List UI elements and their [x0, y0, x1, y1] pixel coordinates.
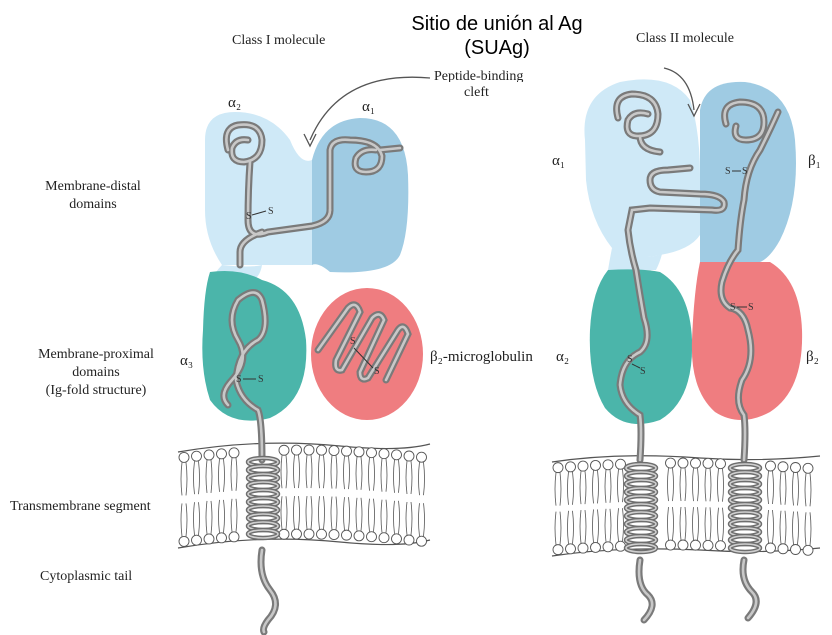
- svg-text:S: S: [725, 166, 731, 177]
- antigen-binding-site-caption: Sitio de unión al Ag (SUAg): [384, 12, 610, 60]
- svg-text:S: S: [350, 336, 356, 347]
- class-i-alpha3-label: α₃: [180, 352, 193, 370]
- cytoplasmic-label: Cytoplasmic tail: [40, 568, 132, 586]
- membrane-left: [178, 443, 430, 548]
- proximal-line-2: domains: [26, 364, 166, 382]
- class-i-alpha1-label: α₁: [362, 98, 375, 116]
- svg-text:S: S: [627, 354, 633, 365]
- caption-line-1: Sitio de unión al Ag: [384, 12, 610, 36]
- svg-text:S: S: [640, 366, 646, 377]
- svg-text:S: S: [268, 206, 274, 217]
- class-i-title: Class I molecule: [232, 32, 325, 50]
- proximal-line-1: Membrane-proximal: [26, 346, 166, 364]
- svg-text:S: S: [236, 374, 242, 385]
- svg-text:S: S: [742, 166, 748, 177]
- svg-text:S: S: [258, 374, 264, 385]
- distal-line-2: domains: [34, 196, 152, 214]
- membrane-right: [552, 456, 820, 556]
- cleft-label-line1: Peptide-binding: [434, 68, 534, 82]
- membrane-proximal-label: Membrane-proximal domains (Ig-fold struc…: [26, 346, 166, 400]
- class-ii-alpha1-label: α₁: [552, 152, 565, 170]
- svg-text:S: S: [748, 302, 754, 313]
- proximal-line-3: (Ig-fold structure): [26, 382, 166, 400]
- cleft-label-line2: cleft: [464, 84, 489, 102]
- svg-text:S: S: [374, 366, 380, 377]
- svg-text:S: S: [246, 211, 252, 222]
- svg-text:S: S: [730, 302, 736, 313]
- class-ii-alpha2-label: α₂: [556, 348, 569, 366]
- class-i-alpha2-label: α₂: [228, 94, 241, 112]
- class-ii-beta1-label: β₁: [808, 152, 821, 170]
- class-ii-title: Class II molecule: [636, 30, 734, 48]
- class-i-molecule: S S S S S S: [202, 77, 430, 632]
- beta2-microglobulin-label: β₂-microglobulin: [430, 348, 533, 366]
- transmembrane-label: Transmembrane segment: [10, 498, 151, 516]
- caption-line-2: (SUAg): [384, 36, 610, 60]
- distal-line-1: Membrane-distal: [34, 178, 152, 196]
- class-ii-beta2-label: β₂: [806, 348, 819, 366]
- membrane-distal-label: Membrane-distal domains: [34, 178, 152, 214]
